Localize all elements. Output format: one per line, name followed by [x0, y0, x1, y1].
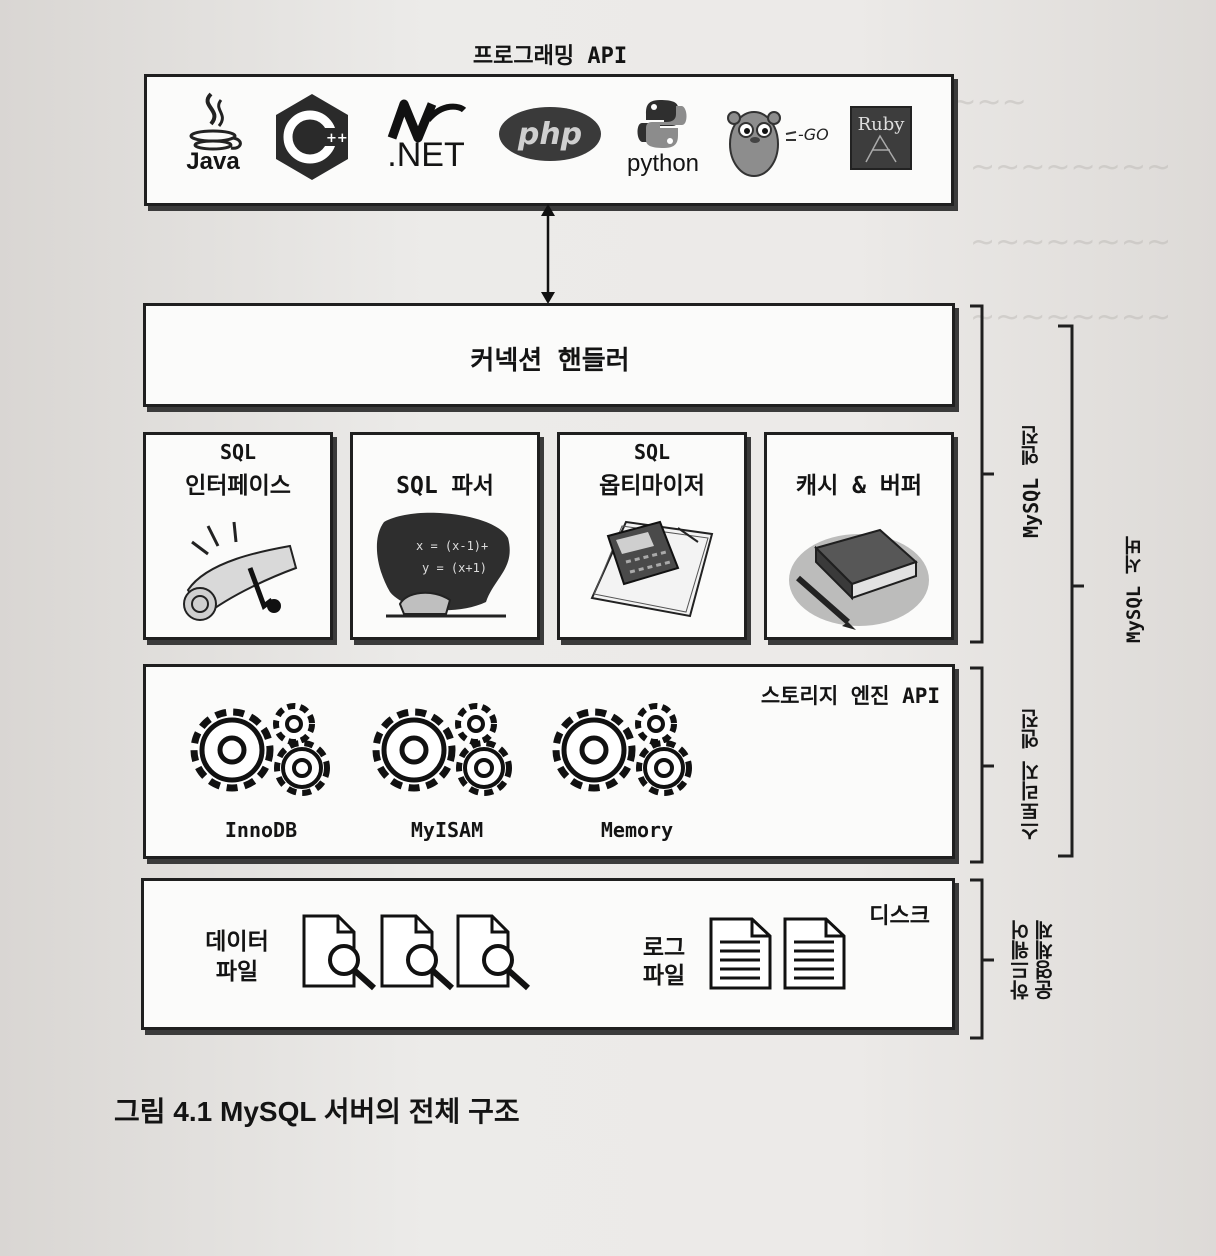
data-files-line2: 파일: [215, 959, 259, 985]
dotnet-label: .NET: [387, 136, 465, 174]
mysql-engine-bracket-label: MySQL 엔진: [1019, 425, 1043, 539]
dotnet-logo-icon: [387, 99, 467, 143]
memory-gears-icon: [552, 703, 692, 796]
sql-optimizer-line2: 옵티마이저: [599, 473, 705, 499]
programming-api-title: 프로그래밍 API: [472, 44, 628, 69]
storage-engine-bracket-label: 스토리지 엔진: [1019, 708, 1043, 842]
java-logo-icon: [189, 92, 242, 151]
sql-optimizer-line1: SQL: [633, 440, 671, 464]
log-file-icon: [783, 917, 846, 990]
bracket-lines: [970, 304, 1084, 1040]
myisam-gears-icon: [372, 703, 512, 796]
storage-engine-box: [143, 664, 955, 859]
programming-api-box: [144, 74, 954, 206]
svg-text:++: ++: [326, 131, 348, 146]
sql-interface-line1: SQL: [219, 440, 257, 464]
bleed-through-text: ~~~~~~~~: [970, 225, 1172, 260]
python-label: python: [626, 150, 700, 177]
php-logo-icon: php: [499, 107, 601, 161]
cpp-logo-icon: ++: [276, 94, 348, 180]
data-files-line1: 데이터: [205, 929, 269, 955]
log-files-line2: 파일: [642, 963, 686, 989]
mysql-server-bracket-label: MySQL 서버: [1123, 536, 1145, 644]
log-files-line1: 로그: [642, 935, 686, 961]
calculator-icon: [590, 520, 714, 618]
math-line-1: x = (x-1)+: [416, 539, 488, 553]
go-logo-text: -GO: [798, 125, 829, 144]
data-file-search-icon: [302, 914, 377, 991]
innodb-label: InnoDB: [224, 818, 298, 842]
log-file-icon: [709, 917, 772, 990]
cache-buffer-label: 캐시 & 버퍼: [795, 473, 923, 499]
innodb-gears-icon: [190, 703, 330, 796]
sql-interface-box: [143, 432, 333, 640]
ruby-logo-text: Ruby: [858, 114, 906, 135]
scroll-icon: [183, 521, 298, 621]
java-label: Java: [186, 148, 240, 175]
storage-engine-api-label: 스토리지 엔진 API: [760, 684, 940, 708]
connection-handler-label: 커넥션 핸들러: [470, 346, 630, 376]
go-gopher-icon: -GO: [727, 111, 829, 177]
connection-handler-box: [143, 303, 955, 407]
sql-interface-line2: 인터페이스: [185, 473, 291, 499]
myisam-label: MyISAM: [410, 818, 484, 842]
figure-caption: 그림 4.1 MySQL 서버의 전체 구조: [114, 1096, 520, 1127]
chalkboard-icon: x = (x-1)+ y = (x+1): [376, 512, 510, 618]
disk-title: 디스크: [869, 904, 930, 929]
php-logo-text: php: [517, 117, 582, 152]
math-line-2: y = (x+1): [422, 561, 487, 575]
python-logo-icon: [637, 100, 687, 148]
bleed-through-text: ~~~~~~~~: [970, 150, 1172, 185]
sql-parser-label: SQL 파서: [396, 473, 494, 499]
api-connection-arrow: [541, 204, 555, 304]
data-file-search-icon: [456, 914, 531, 991]
memory-label: Memory: [600, 818, 674, 842]
book-pencil-icon: [789, 528, 929, 630]
data-file-search-icon: [380, 914, 455, 991]
ruby-logo-icon: Ruby: [850, 106, 912, 170]
os-bracket-label-line2: 하드웨어: [1009, 920, 1033, 1000]
